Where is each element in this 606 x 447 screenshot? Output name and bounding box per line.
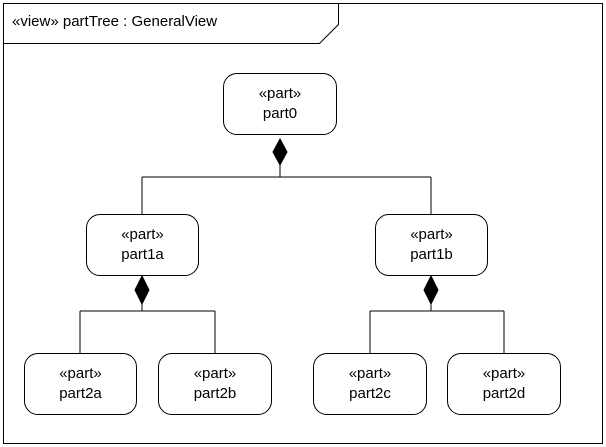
composition-part1b <box>369 274 505 353</box>
part-node-part2d[interactable]: «part» part2d <box>447 353 561 415</box>
composition-part0 <box>141 137 432 214</box>
part-stereotype: «part» <box>121 226 164 243</box>
part-name: part1a <box>121 246 164 263</box>
part-node-part1b[interactable]: «part» part1b <box>375 214 488 276</box>
part-node-part2c[interactable]: «part» part2c <box>313 353 427 415</box>
part-node-part2b[interactable]: «part» part2b <box>158 353 272 415</box>
composition-part1a <box>79 274 216 353</box>
part-name: part0 <box>262 105 298 122</box>
part-stereotype: «part» <box>258 85 302 102</box>
view-name-tab <box>3 3 339 44</box>
composition-diamond-part0 <box>272 137 288 167</box>
part-stereotype: «part» <box>410 226 453 243</box>
composition-diamond-part1a <box>134 274 150 306</box>
part-name: part2d <box>482 385 526 402</box>
part-stereotype: «part» <box>193 365 237 382</box>
view-frame <box>3 3 603 444</box>
part-name: part1b <box>410 246 453 263</box>
part-node-part0[interactable]: «part» part0 <box>223 73 337 135</box>
composition-diamond-part1b <box>423 274 439 306</box>
part-stereotype: «part» <box>482 365 526 382</box>
part-name: part2b <box>193 385 237 402</box>
part-node-part1a[interactable]: «part» part1a <box>86 214 199 276</box>
view-title: «view» partTree : GeneralView <box>12 13 218 30</box>
part-stereotype: «part» <box>348 365 392 382</box>
part-name: part2c <box>349 385 391 402</box>
part-node-part2a[interactable]: «part» part2a <box>24 353 137 415</box>
part-stereotype: «part» <box>59 365 102 382</box>
part-name: part2a <box>59 385 102 402</box>
